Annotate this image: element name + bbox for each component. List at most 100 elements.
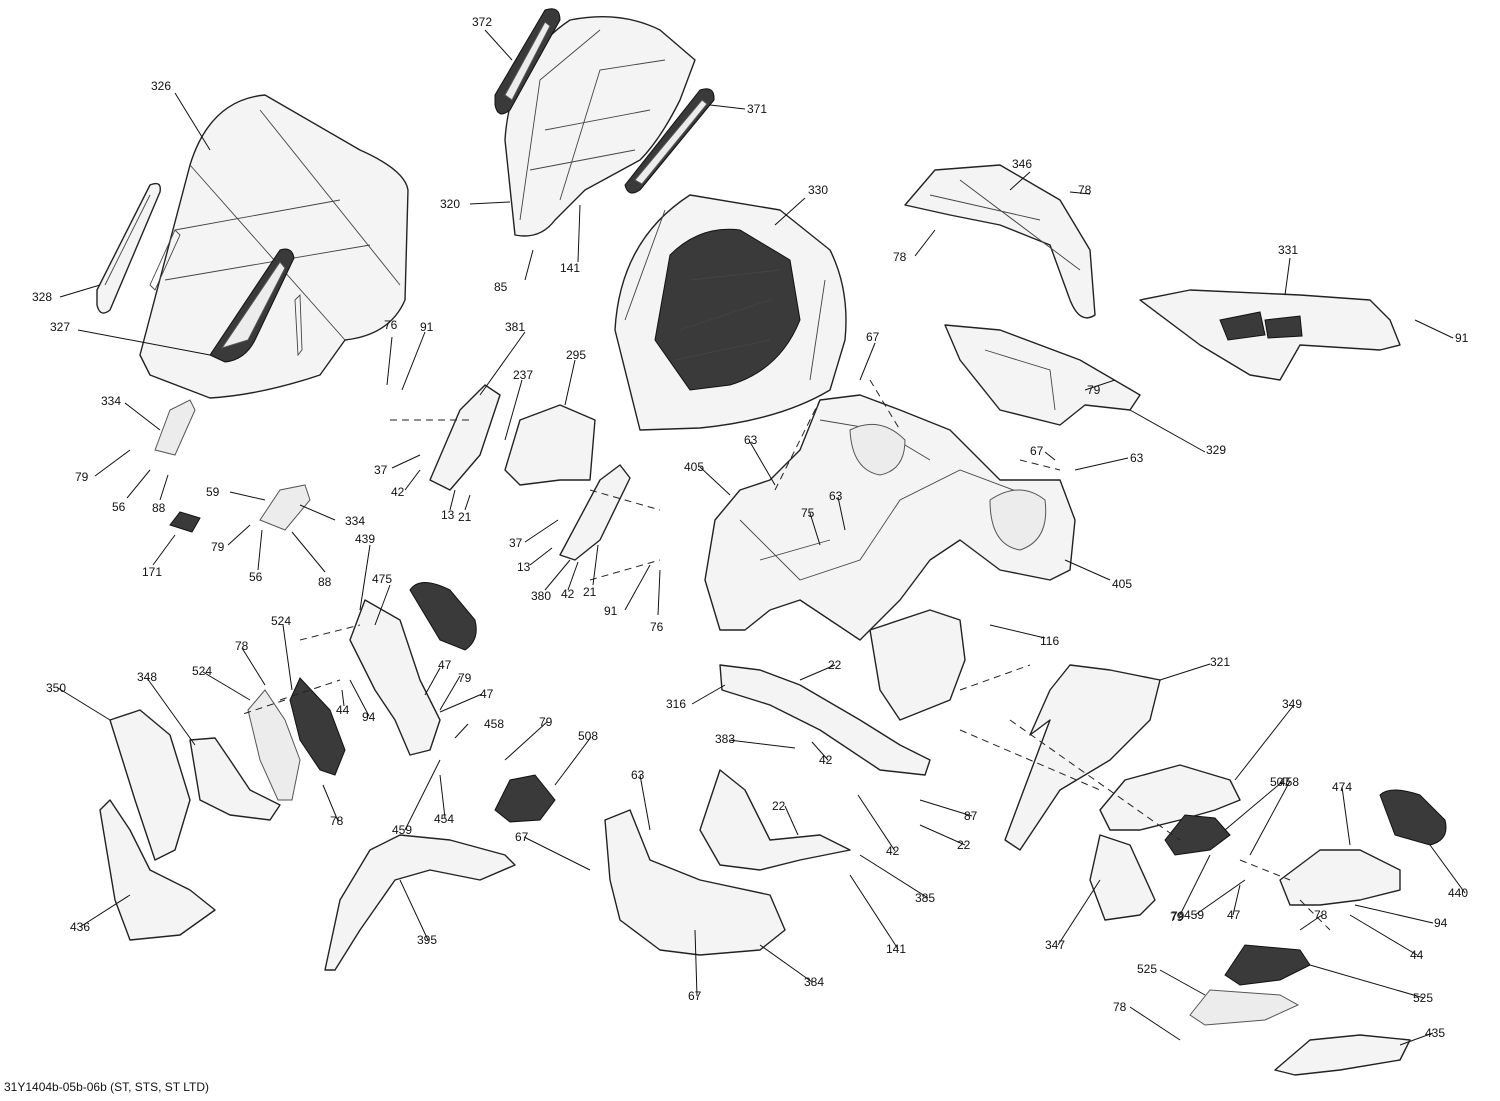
panel-348 — [189, 737, 281, 821]
callout-label: 328 — [32, 290, 52, 304]
lens-525-inner — [1224, 944, 1311, 986]
callout-label: 63 — [829, 489, 843, 503]
callout-label: 78 — [235, 639, 249, 653]
clip-171 — [169, 511, 201, 533]
panel-295 — [504, 404, 596, 486]
deflector-371-inner — [634, 99, 708, 185]
callout-label: 56 — [249, 570, 263, 584]
callout-label: 454 — [434, 812, 454, 826]
callout-label: 329 — [1206, 443, 1226, 457]
callout-label: 79 — [1171, 909, 1185, 923]
plate-334-lower — [259, 484, 311, 531]
callout-label: 44 — [336, 703, 350, 717]
callout-label: 141 — [886, 942, 906, 956]
callout-label: 525 — [1413, 991, 1433, 1005]
callout-label: 383 — [715, 732, 735, 746]
callout-label: 331 — [1278, 243, 1298, 257]
panel-331 — [1139, 289, 1401, 381]
callout-label: 78 — [1113, 1000, 1127, 1014]
callout-label: 47 — [438, 658, 452, 672]
callout-label: 21 — [583, 585, 597, 599]
callout-label: 79 — [211, 540, 225, 554]
callout-label: 67 — [688, 989, 702, 1003]
callout-label: 87 — [964, 809, 978, 823]
deflector-327 — [209, 248, 295, 363]
callout-label: 63 — [744, 433, 758, 447]
callout-label: 334 — [345, 514, 365, 528]
callout-label: 347 — [1045, 938, 1065, 952]
trim-435 — [1274, 1034, 1411, 1076]
callout-label: 79 — [1170, 910, 1184, 924]
callout-label: 63 — [631, 768, 645, 782]
callout-label: 435 — [1425, 1026, 1445, 1040]
callout-label: 405 — [1112, 577, 1132, 591]
callout-label: 42 — [391, 485, 405, 499]
callout-label: 42 — [561, 587, 575, 601]
callout-label: 88 — [318, 575, 332, 589]
mirror-assembly-439 — [349, 582, 477, 756]
callout-label: 91 — [1455, 331, 1469, 345]
callout-label: 350 — [46, 681, 66, 695]
callout-label: 21 — [458, 510, 472, 524]
deflector-347 — [1089, 834, 1156, 921]
fender-395 — [324, 834, 516, 971]
callout-label: 88 — [152, 501, 166, 515]
windshield-326 — [139, 94, 409, 399]
callout-label: 76 — [384, 318, 398, 332]
callout-label: 171 — [142, 565, 162, 579]
callout-label: 458 — [1279, 775, 1299, 789]
callout-label: 334 — [101, 394, 121, 408]
fascia-330 — [614, 194, 847, 431]
callout-label: 458 — [484, 717, 504, 731]
callout-label: 348 — [137, 670, 157, 684]
callout-label: 22 — [772, 799, 786, 813]
bracket-380 — [559, 464, 631, 561]
light-508 — [494, 774, 556, 823]
callout-labels: 372 326 371 320 330 346 78 85 141 78 331… — [32, 15, 1469, 1040]
callout-label: 326 — [151, 79, 171, 93]
plate-334-upper — [154, 399, 196, 456]
callout-label: 474 — [1332, 780, 1352, 794]
callout-label: 91 — [420, 320, 434, 334]
callout-label: 371 — [747, 102, 767, 116]
callout-label: 78 — [893, 250, 907, 264]
lens-524-outer — [247, 689, 301, 801]
callout-label: 67 — [1030, 444, 1044, 458]
callout-label: 22 — [828, 658, 842, 672]
light-507 — [1164, 814, 1231, 856]
deflector-328 — [96, 182, 161, 314]
callout-label: 405 — [684, 460, 704, 474]
callout-label: 94 — [1434, 916, 1448, 930]
lens-525-outer — [1189, 989, 1300, 1026]
callout-label: 85 — [494, 280, 508, 294]
callout-label: 63 — [1130, 451, 1144, 465]
panel-436 — [99, 799, 216, 941]
callout-label: 141 — [560, 261, 580, 275]
callout-label: 330 — [808, 183, 828, 197]
bracket-316 — [719, 664, 931, 776]
callout-label: 507 — [1270, 775, 1290, 789]
panel-321 — [1004, 664, 1161, 851]
callout-label: 79 — [539, 715, 553, 729]
callout-label: 384 — [804, 975, 824, 989]
panel-350 — [109, 709, 191, 861]
callout-label: 395 — [417, 933, 437, 947]
mirror-assembly-440 — [1279, 789, 1447, 906]
bracket-381 — [429, 384, 501, 491]
callout-label: 116 — [1040, 634, 1059, 648]
callout-label: 385 — [915, 891, 935, 905]
callout-label: 525 — [1137, 962, 1157, 976]
callout-label: 94 — [362, 710, 376, 724]
callout-label: 56 — [112, 500, 126, 514]
callout-label: 440 — [1448, 886, 1468, 900]
callout-label: 75 — [801, 506, 815, 520]
callout-label: 439 — [355, 532, 375, 546]
fascia-384 — [604, 809, 786, 956]
callout-label: 76 — [650, 620, 664, 634]
callout-label: 524 — [271, 614, 291, 628]
callout-label: 42 — [819, 753, 833, 767]
callout-label: 508 — [578, 729, 598, 743]
callout-label: 47 — [480, 687, 494, 701]
callout-label: 67 — [866, 330, 880, 344]
